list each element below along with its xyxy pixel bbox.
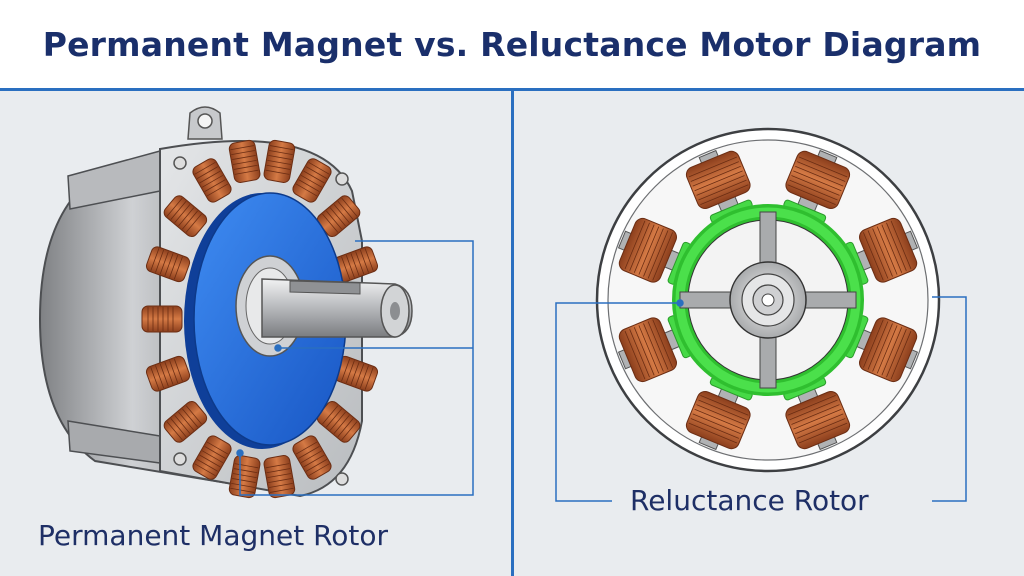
pole-coil [785,150,851,209]
pole-coil [618,217,677,283]
stator-coil [333,355,379,392]
rotor-hub [729,261,807,339]
pole-coil [859,217,918,283]
stator-coil [192,158,232,203]
permanent-magnet-panel: Permanent Magnet Rotor [0,91,511,576]
stator-coil [263,455,296,499]
stator-coil [316,400,361,443]
stator-coil [163,195,208,238]
reluctance-rotor-label: Reluctance Rotor [630,484,869,517]
permanent-magnet-motor-illustration [38,106,474,499]
pole-coil [785,391,851,450]
permanent-magnet-rotor-label: Permanent Magnet Rotor [38,519,389,552]
motor-shaft [261,278,413,338]
stator-pole [617,315,692,383]
pole-coil [859,317,918,383]
panel-divider [511,91,514,576]
stator-coil [192,435,232,480]
reluctance-motor-illustration [555,127,967,502]
stator-coil [163,400,208,443]
stator-pole [685,149,753,224]
mounting-lug-top [187,106,223,140]
pm-callout-lines [236,240,474,496]
stator-coil [333,246,379,283]
reluctance-panel: Reluctance Rotor [514,91,1024,576]
pole-coil [618,317,677,383]
stator-coil [228,455,261,499]
stator-coil [292,435,332,480]
header: Permanent Magnet vs. Reluctance Motor Di… [0,0,1024,88]
pole-coil [685,150,751,209]
reluctance-callout-lines [555,296,967,502]
page-title: Permanent Magnet vs. Reluctance Motor Di… [42,24,982,64]
stator-coil [292,158,332,203]
stator-pole [844,217,919,285]
stator-coil [141,305,183,333]
stator-coil [145,355,191,392]
stator-coil [228,139,261,183]
stator-coil [145,246,191,283]
stator-coil [263,139,296,183]
pole-coil [685,391,751,450]
header-rule [0,88,1024,91]
stator-pole [844,315,919,383]
